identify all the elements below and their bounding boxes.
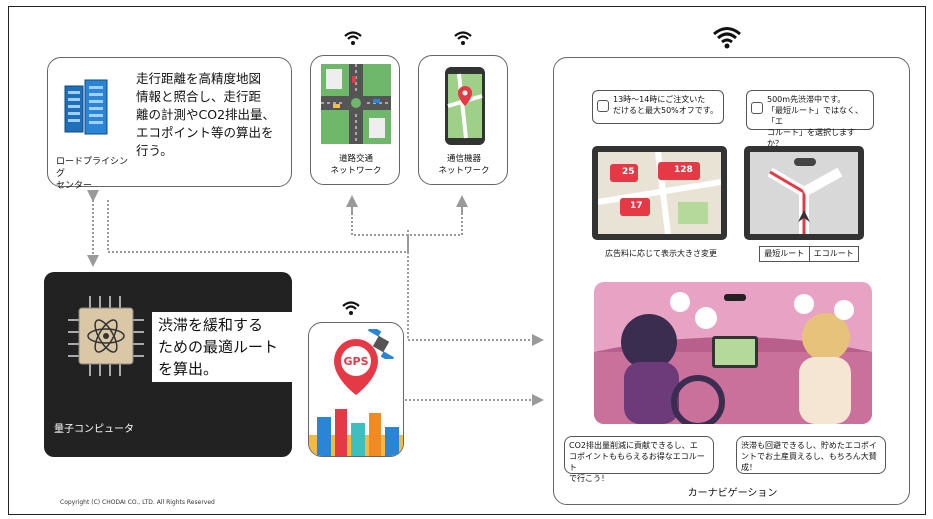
ad-badge-left: 25 [622,167,635,177]
robot-icon [597,100,609,112]
copyright-text: Copyright (C) CHODAI CO., LTD. All Right… [60,499,215,506]
center-description: 走行距離を高精度地図 情報と照合し、走行距 離の計測やCO2排出量、 エコポイン… [136,71,276,158]
car-nav-wifi-icon [712,25,742,49]
satellite-icon [367,329,395,359]
ad-caption: 広告料に応じて表示大きさ変更 [605,249,717,258]
route-bubble: 500m先渋滞中です。 「最短ルート」ではなく、「エ コルート」を選択しますか？ [746,90,874,148]
quantum-chip-icon [66,294,146,378]
road-network-card: 道路交通 ネットワーク [310,55,400,185]
comm-network-wifi-icon [453,30,473,46]
car-nav-title: カーナビゲーション [687,488,778,499]
route-screen [744,146,864,240]
gps-label: GPS [343,355,369,368]
smartphone-map-icon [444,66,486,146]
bottom-right-bubble: 渋滞も回避できるし、貯めたエコポイ ントでお土産買えるし、もちろん大賛 成！ [736,436,886,474]
robot-icon-2 [751,102,763,114]
car-interior-illustration [594,282,872,424]
route-bubble-text: 500m先渋滞中です。 「最短ルート」ではなく、「エ コルート」を選択しますか？ [767,95,863,148]
city-skyline-icon [309,409,403,456]
ad-screen: 25 128 17 [592,146,727,240]
comm-network-label: 通信機器 ネットワーク [438,154,490,176]
road-network-label: 道路交通 ネットワーク [330,154,382,176]
quantum-computer-box: 渋滞を緩和する ための最適ルート を算出。 量子コンピュータ [44,272,292,457]
road-pricing-center-card: ロードプライシング センター 走行距離を高精度地図 情報と照合し、走行距 離の計… [47,57,292,191]
gps-card: GPS [308,322,404,457]
server-icon [63,76,113,138]
quantum-description: 渋滞を緩和する ための最適ルート を算出。 [152,312,292,382]
car-nav-panel: 13時～14時にご注文いた だけると最大50%オフです。 25 128 17 広… [553,57,910,505]
road-map-icon [321,64,391,144]
eco-route-button[interactable]: エコルート [813,249,854,258]
gps-wifi-icon [341,300,361,316]
ad-badge-bottom: 17 [630,201,643,211]
gps-pin-icon [331,337,381,397]
center-name: ロードプライシング センター [56,157,129,191]
route-buttons: 最短ルート エコルート [759,246,859,262]
ad-badge-right: 128 [674,165,693,175]
quantum-label: 量子コンピュータ [54,424,134,435]
road-network-wifi-icon [343,30,363,46]
comm-network-card: 通信機器 ネットワーク [418,55,508,185]
ad-bubble: 13時～14時にご注文いた だけると最大50%オフです。 [592,90,724,124]
diagram-frame [8,6,926,515]
bottom-left-bubble: CO2排出量削減に貢献できるし、エ コポイントももらえるお得なエコルート で行こ… [564,436,714,483]
ad-bubble-text: 13時～14時にご注文いた だけると最大50%オフです。 [613,95,718,115]
shortest-route-button[interactable]: 最短ルート [760,247,810,261]
